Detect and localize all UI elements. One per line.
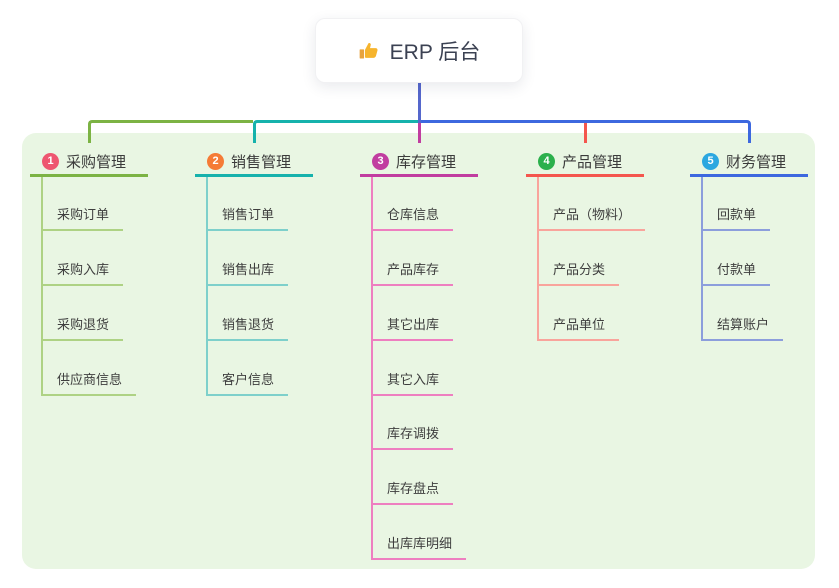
branch-label: 财务管理 [726, 154, 787, 171]
connector-elbow-branch-5 [417, 120, 751, 143]
child-label: 其它入库 [387, 372, 440, 387]
branch-node-5[interactable]: 5 财务管理 [690, 149, 808, 177]
connector-elbow-branch-1 [87, 120, 253, 143]
child-label: 采购订单 [57, 207, 110, 222]
branch-label: 销售管理 [231, 154, 292, 171]
child-node[interactable]: 销售出库 [206, 262, 289, 286]
branch-trunk-1 [41, 177, 43, 396]
branch-badge-4: 4 [538, 153, 555, 170]
branch-node-1[interactable]: 1 采购管理 [30, 149, 148, 177]
root-node[interactable]: ERP 后台 [315, 18, 523, 83]
child-node[interactable]: 结算账户 [701, 317, 784, 341]
branch-label: 产品管理 [562, 154, 623, 171]
child-label: 采购入库 [57, 262, 110, 277]
child-label: 产品单位 [553, 317, 606, 332]
child-node[interactable]: 库存盘点 [371, 481, 454, 505]
child-label: 客户信息 [222, 372, 275, 387]
child-node[interactable]: 出库库明细 [371, 536, 467, 560]
child-node[interactable]: 销售退货 [206, 317, 289, 341]
child-node[interactable]: 销售订单 [206, 207, 289, 231]
child-node[interactable]: 产品（物料） [537, 207, 646, 231]
connector-drop-branch-4 [583, 120, 587, 143]
thumbs-up-icon [358, 40, 380, 62]
root-title: ERP 后台 [389, 40, 481, 64]
child-label: 结算账户 [717, 317, 770, 332]
child-label: 其它出库 [387, 317, 440, 332]
branch-badge-2: 2 [207, 153, 224, 170]
branch-trunk-2 [206, 177, 208, 396]
child-node[interactable]: 仓库信息 [371, 207, 454, 231]
child-node[interactable]: 产品库存 [371, 262, 454, 286]
branch-trunk-4 [537, 177, 539, 341]
child-label: 产品库存 [387, 262, 440, 277]
child-node[interactable]: 回款单 [701, 207, 771, 231]
child-label: 库存盘点 [387, 481, 440, 496]
branch-trunk-3 [371, 177, 373, 560]
child-node[interactable]: 产品单位 [537, 317, 620, 341]
branch-trunk-5 [701, 177, 703, 341]
child-label: 出库库明细 [387, 536, 453, 551]
connector-elbow-branch-2 [252, 120, 419, 143]
child-node[interactable]: 产品分类 [537, 262, 620, 286]
child-node[interactable]: 其它入库 [371, 372, 454, 396]
child-label: 销售退货 [222, 317, 275, 332]
branch-node-4[interactable]: 4 产品管理 [526, 149, 644, 177]
child-label: 付款单 [717, 262, 757, 277]
child-node[interactable]: 采购退货 [41, 317, 124, 341]
child-label: 销售出库 [222, 262, 275, 277]
child-label: 产品分类 [553, 262, 606, 277]
child-node[interactable]: 库存调拨 [371, 426, 454, 450]
child-node[interactable]: 客户信息 [206, 372, 289, 396]
child-node[interactable]: 采购入库 [41, 262, 124, 286]
child-label: 回款单 [717, 207, 757, 222]
child-label: 采购退货 [57, 317, 110, 332]
child-node[interactable]: 采购订单 [41, 207, 124, 231]
branch-node-3[interactable]: 3 库存管理 [360, 149, 478, 177]
branch-badge-1: 1 [42, 153, 59, 170]
child-label: 库存调拨 [387, 426, 440, 441]
child-node[interactable]: 其它出库 [371, 317, 454, 341]
branch-node-2[interactable]: 2 销售管理 [195, 149, 313, 177]
child-label: 仓库信息 [387, 207, 440, 222]
branches-panel [22, 133, 815, 569]
child-label: 产品（物料） [553, 207, 632, 222]
connector-root-vertical [417, 81, 421, 123]
branch-label: 采购管理 [66, 154, 127, 171]
branch-badge-3: 3 [372, 153, 389, 170]
connector-drop-branch-3 [417, 123, 421, 143]
branch-badge-5: 5 [702, 153, 719, 170]
branch-label: 库存管理 [396, 154, 457, 171]
child-node[interactable]: 付款单 [701, 262, 771, 286]
child-node[interactable]: 供应商信息 [41, 372, 137, 396]
child-label: 销售订单 [222, 207, 275, 222]
child-label: 供应商信息 [57, 372, 123, 387]
